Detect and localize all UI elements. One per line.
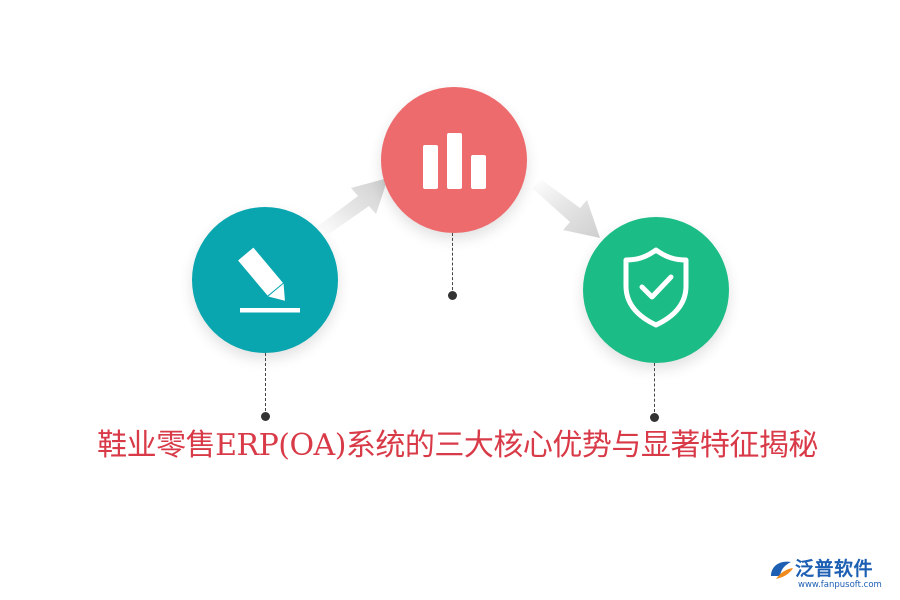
node-red-circle [381,87,527,233]
node-teal-circle [192,207,338,353]
brand-logo: 泛普软件 www.fanpusoft.com [768,554,894,596]
dashed-line [452,233,453,290]
connector-line-1 [261,353,271,421]
node-green-circle [583,217,729,363]
brand-url: www.fanpusoft.com [798,580,882,590]
arrow-down-right-icon [530,178,602,246]
page-title: 鞋业零售ERP(OA)系统的三大核心优势与显著特征揭秘 [97,428,818,463]
connector-dot [650,413,659,422]
brand-name: 泛普软件 [795,558,874,580]
connector-dot [448,291,457,300]
shield-check-icon [623,247,689,328]
arrow-up-right-icon [318,168,390,236]
dashed-line [265,353,266,411]
connector-line-3 [650,363,660,422]
connector-dot [261,412,270,421]
connector-line-2 [448,233,458,300]
dashed-line [654,363,655,412]
fanpu-logo-icon [771,561,793,579]
pencil-icon [238,247,300,313]
bar-chart-icon [423,133,486,189]
